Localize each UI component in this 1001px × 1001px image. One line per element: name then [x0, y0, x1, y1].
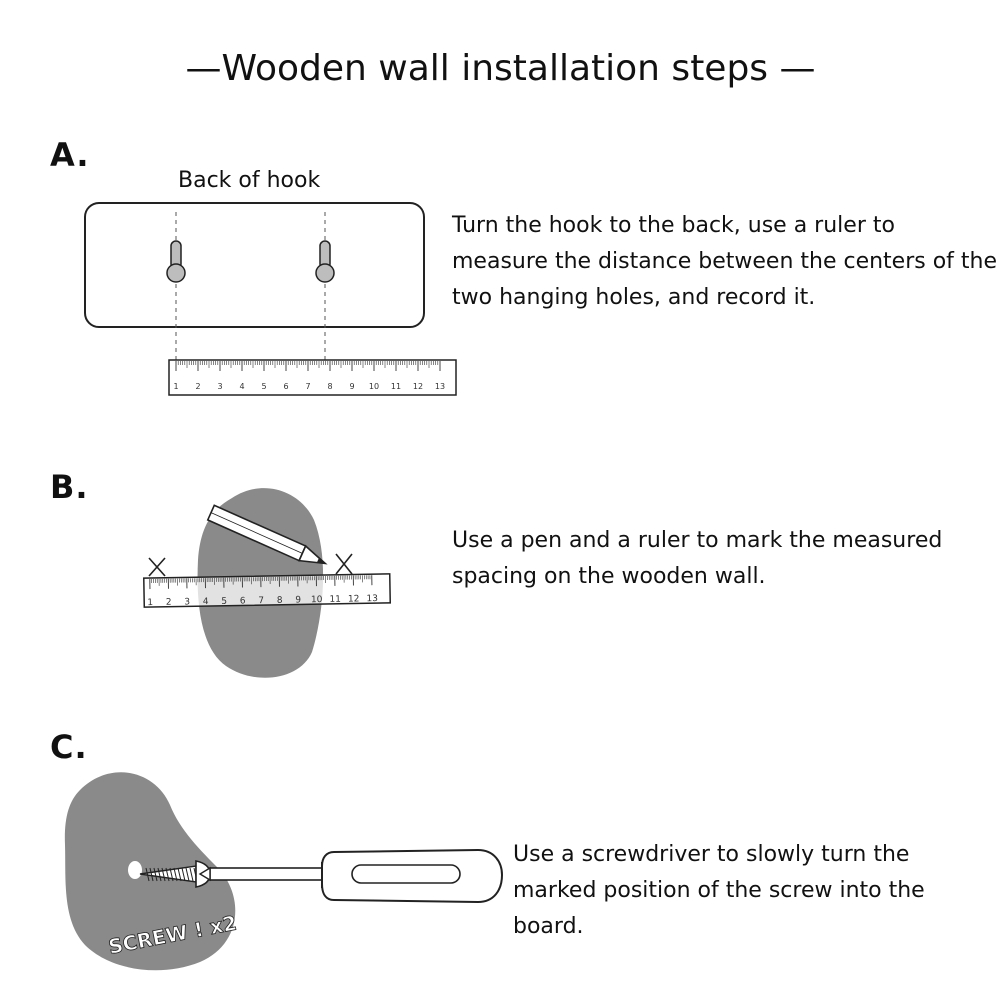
screw-thread — [153, 867, 158, 882]
ruler-number: 3 — [184, 597, 190, 607]
screw-thread — [169, 867, 174, 882]
ruler-number: 7 — [258, 596, 264, 606]
ruler-number: 8 — [327, 382, 332, 391]
step-c-description: Use a screwdriver to slowly turn the mar… — [513, 842, 925, 939]
ruler-number: 4 — [239, 382, 244, 391]
mark-right-icon — [335, 553, 353, 575]
screwdriver-shaft — [209, 867, 323, 881]
screw-thread — [189, 867, 194, 882]
screw-thread — [149, 867, 154, 882]
ruler-number: 11 — [391, 382, 401, 391]
screw-thread — [165, 867, 170, 882]
ruler-number: 10 — [369, 382, 379, 391]
ruler-number: 13 — [435, 382, 445, 391]
ruler-number: 1 — [147, 598, 153, 608]
ruler-number: 6 — [240, 596, 246, 606]
step-b-description: Use a pen and a ruler to mark the measur… — [452, 528, 943, 589]
ruler-number: 5 — [261, 382, 266, 391]
pencil-icon — [206, 504, 328, 565]
screw-hole — [128, 861, 142, 879]
ruler-number: 2 — [195, 382, 200, 391]
screwdriver-handle-icon — [321, 848, 504, 904]
screw-thread — [181, 867, 186, 882]
ruler-number: 10 — [311, 595, 323, 605]
page-title: —Wooden wall installation steps — — [185, 48, 816, 89]
back-of-hook-label: Back of hook — [178, 168, 321, 193]
screw-thread — [173, 867, 178, 882]
step-c-letter: C. — [50, 728, 88, 766]
keyhole-right-icon — [315, 240, 335, 283]
hook-board — [84, 202, 425, 328]
ruler-number: 6 — [283, 382, 288, 391]
ruler-number: 5 — [221, 597, 227, 607]
screw-thread — [161, 867, 166, 882]
ruler-a-ticks — [175, 361, 441, 371]
wall-patch-c — [64, 772, 236, 971]
step-a-description: Turn the hook to the back, use a ruler t… — [452, 213, 998, 310]
screw-thread — [145, 867, 150, 882]
ruler-number: 2 — [166, 598, 172, 608]
step-a-letter: A. — [50, 136, 90, 174]
ruler-number: 13 — [366, 594, 378, 604]
ruler-number: 7 — [305, 382, 310, 391]
keyhole-left-icon — [166, 240, 186, 283]
ruler-a — [168, 359, 457, 396]
ruler-number: 11 — [329, 595, 341, 605]
ruler-number: 9 — [295, 595, 301, 605]
ruler-number: 8 — [277, 596, 283, 606]
ruler-number: 12 — [348, 594, 360, 604]
ruler-number: 12 — [413, 382, 423, 391]
ruler-number: 3 — [217, 382, 222, 391]
ruler-number: 1 — [173, 382, 178, 391]
screw-thread — [157, 867, 162, 882]
screw-thread — [177, 867, 182, 882]
ruler-b-ticks — [149, 575, 373, 590]
ruler-number: 9 — [349, 382, 354, 391]
mark-left-icon — [148, 557, 166, 577]
step-b-letter: B. — [50, 468, 89, 506]
ruler-number: 4 — [203, 597, 209, 607]
screw-thread — [185, 867, 190, 882]
